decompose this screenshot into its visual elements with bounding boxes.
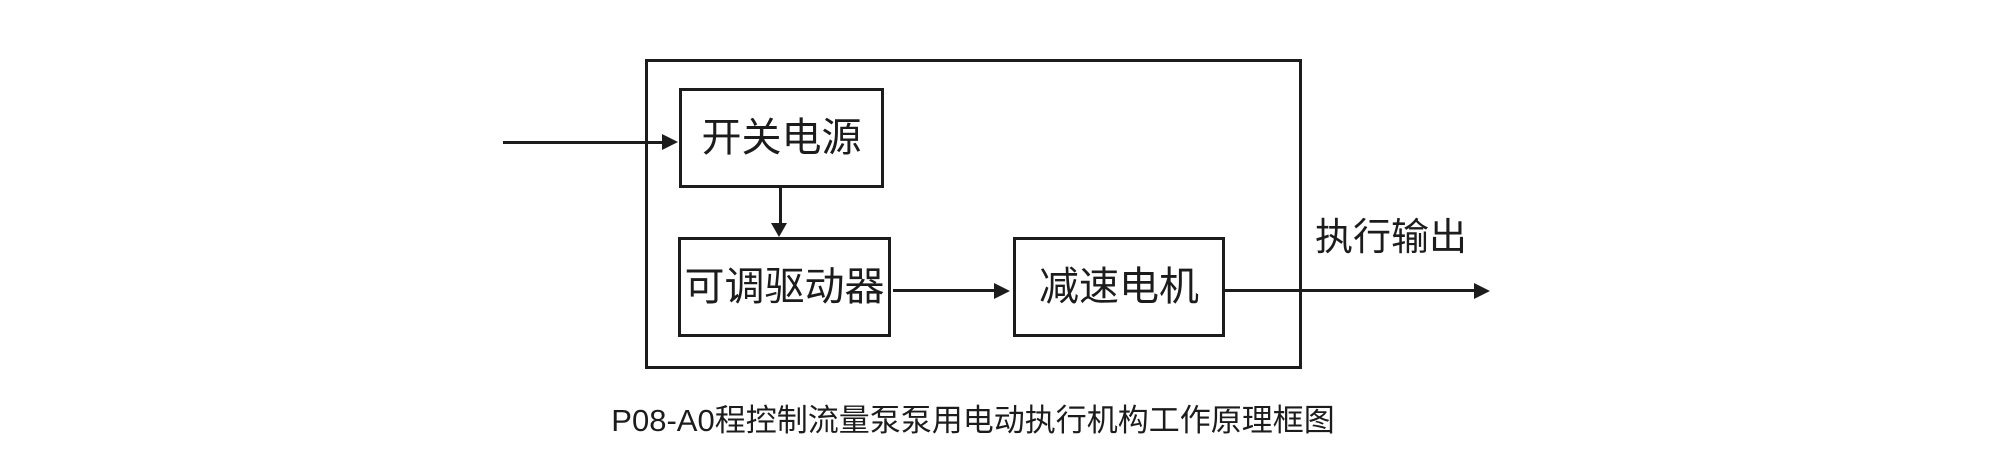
node-label: 开关电源 <box>701 116 862 160</box>
power-to-driver-arrow-head-icon <box>771 223 787 237</box>
input-arrow-shaft <box>503 141 662 144</box>
node-switching-power-supply: 开关电源 <box>679 88 884 188</box>
node-label: 可调驱动器 <box>684 265 885 309</box>
node-gear-motor: 减速电机 <box>1013 237 1225 337</box>
driver-to-motor-arrow-head-icon <box>994 283 1010 299</box>
output-arrow-shaft <box>1225 289 1474 292</box>
node-adjustable-driver: 可调驱动器 <box>678 237 891 337</box>
actuator-boundary-box <box>645 59 1302 369</box>
input-arrow-head-icon <box>662 134 678 150</box>
output-label: 执行输出 <box>1315 217 1468 259</box>
node-label: 减速电机 <box>1039 265 1199 309</box>
power-to-driver-arrow-shaft <box>779 188 782 223</box>
output-arrow-head-icon <box>1474 283 1490 299</box>
driver-to-motor-arrow-shaft <box>893 289 994 292</box>
diagram-caption: P08-A0程控制流量泵泵用电动执行机构工作原理框图 <box>611 403 1335 438</box>
